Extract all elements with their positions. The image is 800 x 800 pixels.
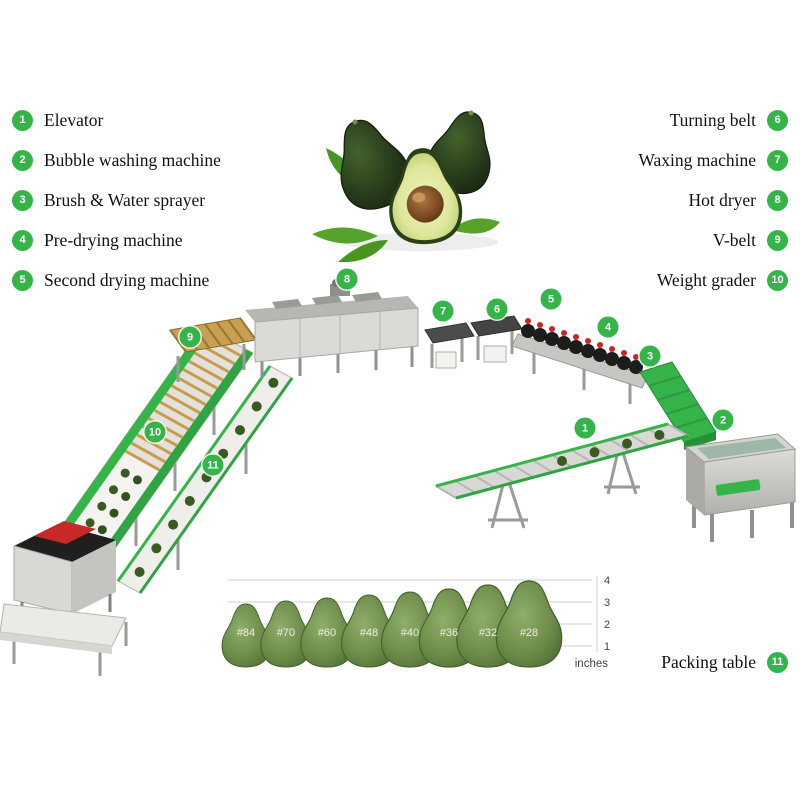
legend-left: 1 Elevator 2 Bubble washing machine 3 Br… [12,100,221,300]
leaf-icon [312,227,378,244]
size-chart: 4 3 2 1 inches #84 #70 #60 #48 #40 #36 #… [221,575,610,670]
diagram-marker-8: 8 [336,268,358,290]
bubble-washer-tank [684,433,797,542]
legend-badge-4: 4 [12,229,33,251]
turning-belt [470,315,523,363]
svg-text:#32: #32 [479,627,497,639]
avocados-on-packing-belt [134,377,279,577]
hot-dryer-machine [245,277,419,378]
legend-label: Second drying machine [44,269,210,290]
brush-rollers [521,318,643,374]
legend-item-elevator: 1 Elevator [12,100,103,140]
scale-tick: 1 [604,641,610,653]
red-panel [34,521,96,544]
svg-text:#28: #28 [520,627,538,639]
diagram-marker-6: 6 [486,298,508,320]
roof-vent [272,299,302,309]
legend-item-turning-belt: Turning belt 6 [670,100,788,140]
svg-text:#84: #84 [237,627,255,639]
diagram-marker-11: 11 [202,454,224,476]
leaf-icon [452,218,500,234]
control-cabinet [435,351,457,369]
brush-roller-section [511,318,649,404]
legend-badge-3: 3 [12,189,33,211]
legend-label: V-belt [712,229,756,250]
diagram-marker-1: 1 [574,417,596,439]
legend-badge-10: 10 [767,269,788,291]
belt-rail [47,326,211,551]
svg-text:#40: #40 [401,627,419,639]
size-chart-avocados [221,580,563,668]
legend-label: Waxing machine [638,149,756,170]
belt-rail [435,422,669,488]
half-avocado [384,145,465,247]
diagram-marker-9: 9 [179,326,201,348]
diagram-marker-3: 3 [639,345,661,367]
legend-item-bubble-washing-machine: 2 Bubble washing machine [12,140,221,180]
legend-item-hot-dryer: Hot dryer 8 [688,180,788,220]
legend-badge-6: 6 [767,109,788,131]
legend-label: Weight grader [656,269,756,290]
legend-label: Packing table [661,651,756,672]
legend-item-second-drying-machine: 5 Second drying machine [12,260,209,300]
legend-label: Elevator [44,109,104,130]
avocados-on-elevator [557,430,665,466]
leaf-icon [338,240,388,263]
belt-rail [116,365,272,582]
packing-belt [116,365,294,594]
grader-drive-machine [13,521,116,632]
legend-badge-1: 1 [12,109,33,131]
legend-label: Pre-drying machine [44,229,183,250]
svg-text:#70: #70 [277,627,295,639]
machinery-illustration [0,277,797,676]
legend-badge-9: 9 [767,229,788,251]
avocado-photo [312,104,503,263]
elevator-conveyor [434,422,690,529]
belt-rail [455,434,689,500]
diagram-marker-2: 2 [712,409,734,431]
infeed-green-belt [639,361,717,450]
legend-item-weight-grader: Weight grader 10 [657,260,788,300]
brand-badge [715,479,761,496]
legend-item-packing-table: Packing table 11 [661,642,788,682]
legend-item-v-belt: V-belt 9 [713,220,788,260]
control-cabinet [483,345,507,363]
packing-table-platform [0,603,128,676]
legend-label: Brush & Water sprayer [44,189,206,210]
legend-item-waxing-machine: Waxing machine 7 [638,140,788,180]
wash-water [697,438,786,459]
legend-label: Hot dryer [688,189,756,210]
avocado-stem [352,119,358,125]
legend-label: Bubble washing machine [44,149,221,170]
legend-label: Turning belt [669,109,756,130]
diagram-marker-7: 7 [432,300,454,322]
scale-tick: 4 [604,575,610,587]
legend-badge-7: 7 [767,149,788,171]
legend-badge-8: 8 [767,189,788,211]
legend-item-brush-water-sprayer: 3 Brush & Water sprayer [12,180,205,220]
belt-rail [89,349,253,574]
avocado-stem [468,110,474,116]
grader-rollers [124,335,242,472]
legend-right: Turning belt 6 Waxing machine 7 Hot drye… [638,100,788,300]
svg-text:#36: #36 [440,627,458,639]
diagram-marker-4: 4 [597,316,619,338]
diagram-marker-5: 5 [540,288,562,310]
legend-badge-2: 2 [12,149,33,171]
legend-badge-11: 11 [767,651,788,673]
belt-rail [138,377,294,594]
scale-tick: 2 [604,619,610,631]
scale-tick: 3 [604,597,610,609]
svg-text:#60: #60 [318,627,336,639]
legend-item-pre-drying-machine: 4 Pre-drying machine [12,220,183,260]
legend-badge-5: 5 [12,269,33,291]
scale-unit: inches [575,658,608,670]
svg-text:#48: #48 [360,627,378,639]
waxing-machine [424,322,475,369]
size-chart-labels: #84 #70 #60 #48 #40 #36 #32 #28 [237,627,538,639]
diagram-marker-10: 10 [144,421,166,443]
roof-vent [312,295,342,305]
roof-vent [352,292,382,302]
